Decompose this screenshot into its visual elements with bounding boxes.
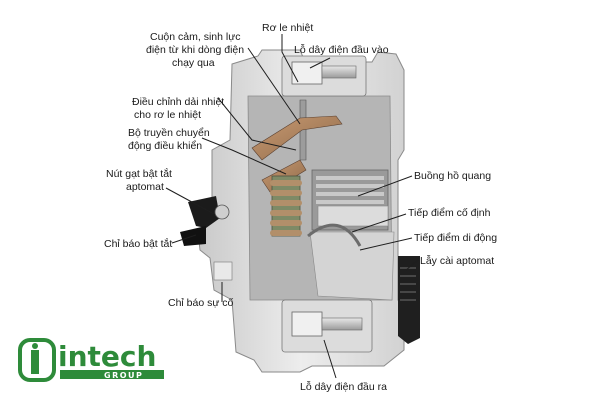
label-control-transmission: Bộ truyền chuyển động điều khiển bbox=[128, 127, 210, 152]
label-fixed-contact: Tiếp điểm cố định bbox=[408, 207, 491, 219]
label-toggle-line1: Nút gạt bật tắt bbox=[106, 167, 172, 180]
label-coil-line3: chạy qua bbox=[172, 57, 215, 69]
label-thermal-adjust-line2: cho rơ le nhiệt bbox=[134, 109, 201, 121]
label-output-terminal: Lỗ dây điện đầu ra bbox=[300, 380, 387, 393]
svg-text:Bộ truyền chuyển: Bộ truyền chuyển bbox=[128, 127, 210, 139]
label-toggle-line2: aptomat bbox=[126, 181, 164, 193]
label-thermal-adjust: Điều chỉnh dải nhiệt cho rơ le nhiệt bbox=[132, 96, 224, 121]
arc-chamber-icon bbox=[311, 169, 389, 231]
label-on-off-indicator: Chỉ báo bật tắt bbox=[104, 237, 172, 250]
svg-text:cho rơ le nhiệt: cho rơ le nhiệt bbox=[134, 109, 201, 121]
label-fault-indicator: Chỉ báo sự cố bbox=[168, 297, 234, 309]
svg-text:Cuộn cảm, sinh lực: Cuộn cảm, sinh lực bbox=[150, 31, 240, 43]
label-coil-line1: Cuộn cảm, sinh lực bbox=[150, 31, 240, 43]
label-mount-latch: Lẫy cài aptomat bbox=[420, 254, 494, 267]
label-moving-contact: Tiếp điểm di động bbox=[414, 232, 497, 244]
label-coil: Cuộn cảm, sinh lực điện từ khi dòng điện… bbox=[146, 31, 244, 69]
logo-sub: GROUP bbox=[104, 371, 143, 380]
label-thermal-relay: Rơ le nhiệt bbox=[262, 22, 313, 34]
svg-text:Điều chỉnh dải nhiệt: Điều chỉnh dải nhiệt bbox=[132, 96, 224, 108]
label-arc-chamber: Buồng hồ quang bbox=[414, 170, 491, 182]
label-input-terminal: Lỗ dây điện đầu vào bbox=[294, 43, 389, 56]
logo-sub-band bbox=[60, 370, 164, 379]
svg-text:aptomat: aptomat bbox=[126, 181, 164, 193]
svg-text:Nút gạt bật tắt: Nút gạt bật tắt bbox=[106, 167, 172, 180]
svg-text:điện từ khi dòng điện: điện từ khi dòng điện bbox=[146, 44, 244, 56]
svg-text:chạy qua: chạy qua bbox=[172, 57, 215, 69]
label-control-transmission-line2: động điều khiển bbox=[128, 140, 202, 152]
logo-name: intech bbox=[58, 340, 156, 373]
logo-mark-icon bbox=[18, 338, 56, 382]
label-control-transmission-line1: Bộ truyền chuyển bbox=[128, 127, 210, 139]
coil-icon bbox=[270, 175, 302, 237]
label-toggle: Nút gạt bật tắt aptomat bbox=[106, 167, 172, 193]
intech-logo: intech GROUP bbox=[18, 338, 164, 382]
svg-text:động điều khiển: động điều khiển bbox=[128, 140, 202, 152]
label-coil-line2: điện từ khi dòng điện bbox=[146, 44, 244, 56]
label-thermal-adjust-line1: Điều chỉnh dải nhiệt bbox=[132, 96, 224, 108]
leader-lines bbox=[165, 34, 419, 379]
mount-latch-icon bbox=[398, 256, 420, 344]
